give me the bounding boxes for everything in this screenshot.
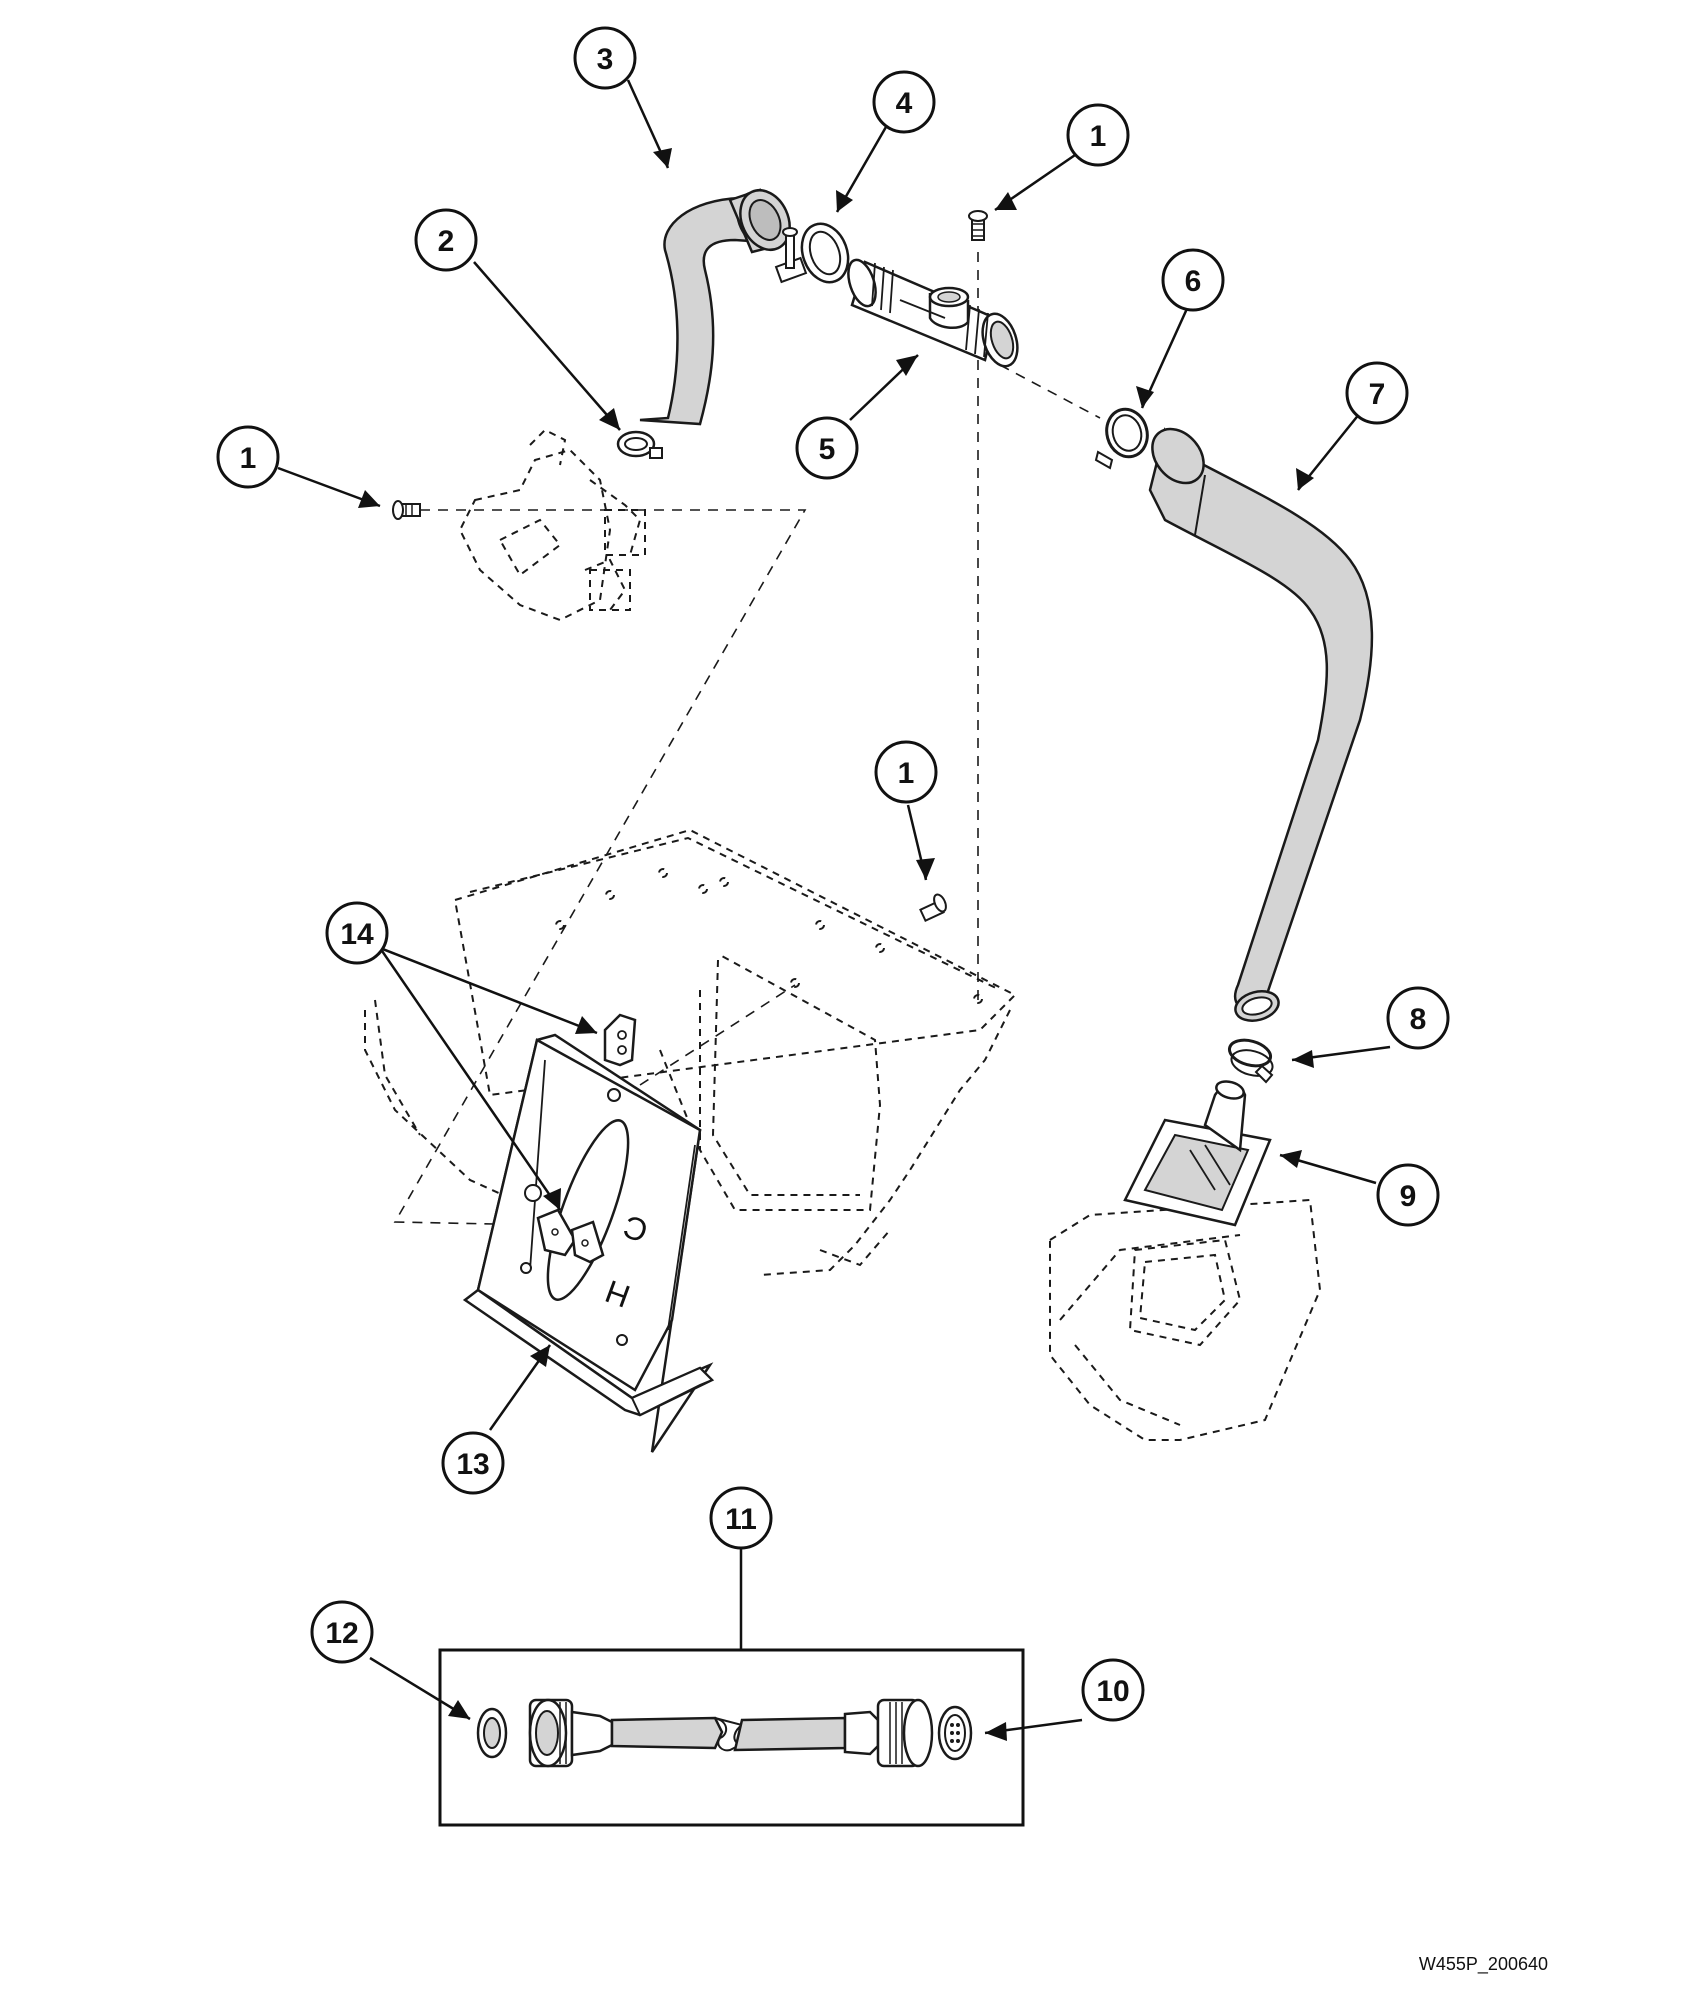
callout-12: 12 [310,1600,374,1664]
ghost-water-valve [458,428,646,622]
svg-text:1: 1 [1090,120,1107,153]
svg-text:14: 14 [340,918,374,951]
ghost-cabinet-outline [364,828,1017,1276]
svg-text:5: 5 [819,433,836,466]
callout-10: 10 [1081,1658,1145,1722]
callout-1-top: 1 [1066,103,1130,167]
fill-hose-part-11 [528,1698,934,1768]
nozzle-part-9 [1123,1080,1272,1227]
callout-2: 2 [414,208,478,272]
svg-text:11: 11 [725,1503,757,1536]
callout-11: 11 [709,1486,773,1550]
svg-text:10: 10 [1096,1675,1129,1708]
callout-1-left: 1 [216,425,280,489]
callout-1-mid: 1 [874,740,938,804]
leader-lines [277,79,1391,1735]
callout-5: 5 [795,416,859,480]
callout-6: 6 [1161,248,1225,312]
screw-part-1-mid [919,893,947,922]
spring-clamp-part-6 [1094,407,1149,470]
svg-text:13: 13 [456,1448,489,1481]
hose-clamp-part-4 [774,222,850,284]
svg-text:4: 4 [896,87,913,120]
hose-part-7 [1148,427,1374,1022]
svg-text:1: 1 [240,442,257,475]
screw-part-1-top [968,210,988,241]
svg-text:3: 3 [597,43,614,76]
leader-arrowheads [358,148,1314,1741]
svg-text:8: 8 [1410,1003,1427,1036]
svg-text:7: 7 [1369,378,1386,411]
callout-7: 7 [1345,361,1409,425]
callout-14: 14 [325,901,389,965]
callout-3: 3 [573,26,637,90]
callout-8: 8 [1386,986,1450,1050]
callout-9: 9 [1376,1163,1440,1227]
fill-hose-kit-box [438,1648,1025,1827]
screw-part-1-left [392,500,421,520]
bracket-part-14 [603,1013,637,1067]
svg-text:6: 6 [1185,265,1202,298]
screen-washer-part-10 [937,1705,973,1761]
diagram-reference-code: W455P_200640 [1419,1954,1548,1975]
callout-4: 4 [872,70,936,134]
mounting-plate-part-13: C H [462,1033,715,1453]
callout-13: 13 [441,1431,505,1495]
ghost-dispenser-outline [1049,1198,1322,1441]
svg-text:12: 12 [325,1617,358,1650]
washer-part-12 [476,1707,508,1759]
clamp-part-8 [1227,1038,1274,1084]
svg-text:9: 9 [1400,1180,1417,1213]
manifold-part-5 [847,258,1019,368]
hose-part-3 [639,188,791,426]
dashed-reference-lines [393,252,1101,1226]
svg-text:2: 2 [438,225,455,258]
clamp-part-2 [616,430,663,459]
svg-text:1: 1 [898,757,915,790]
